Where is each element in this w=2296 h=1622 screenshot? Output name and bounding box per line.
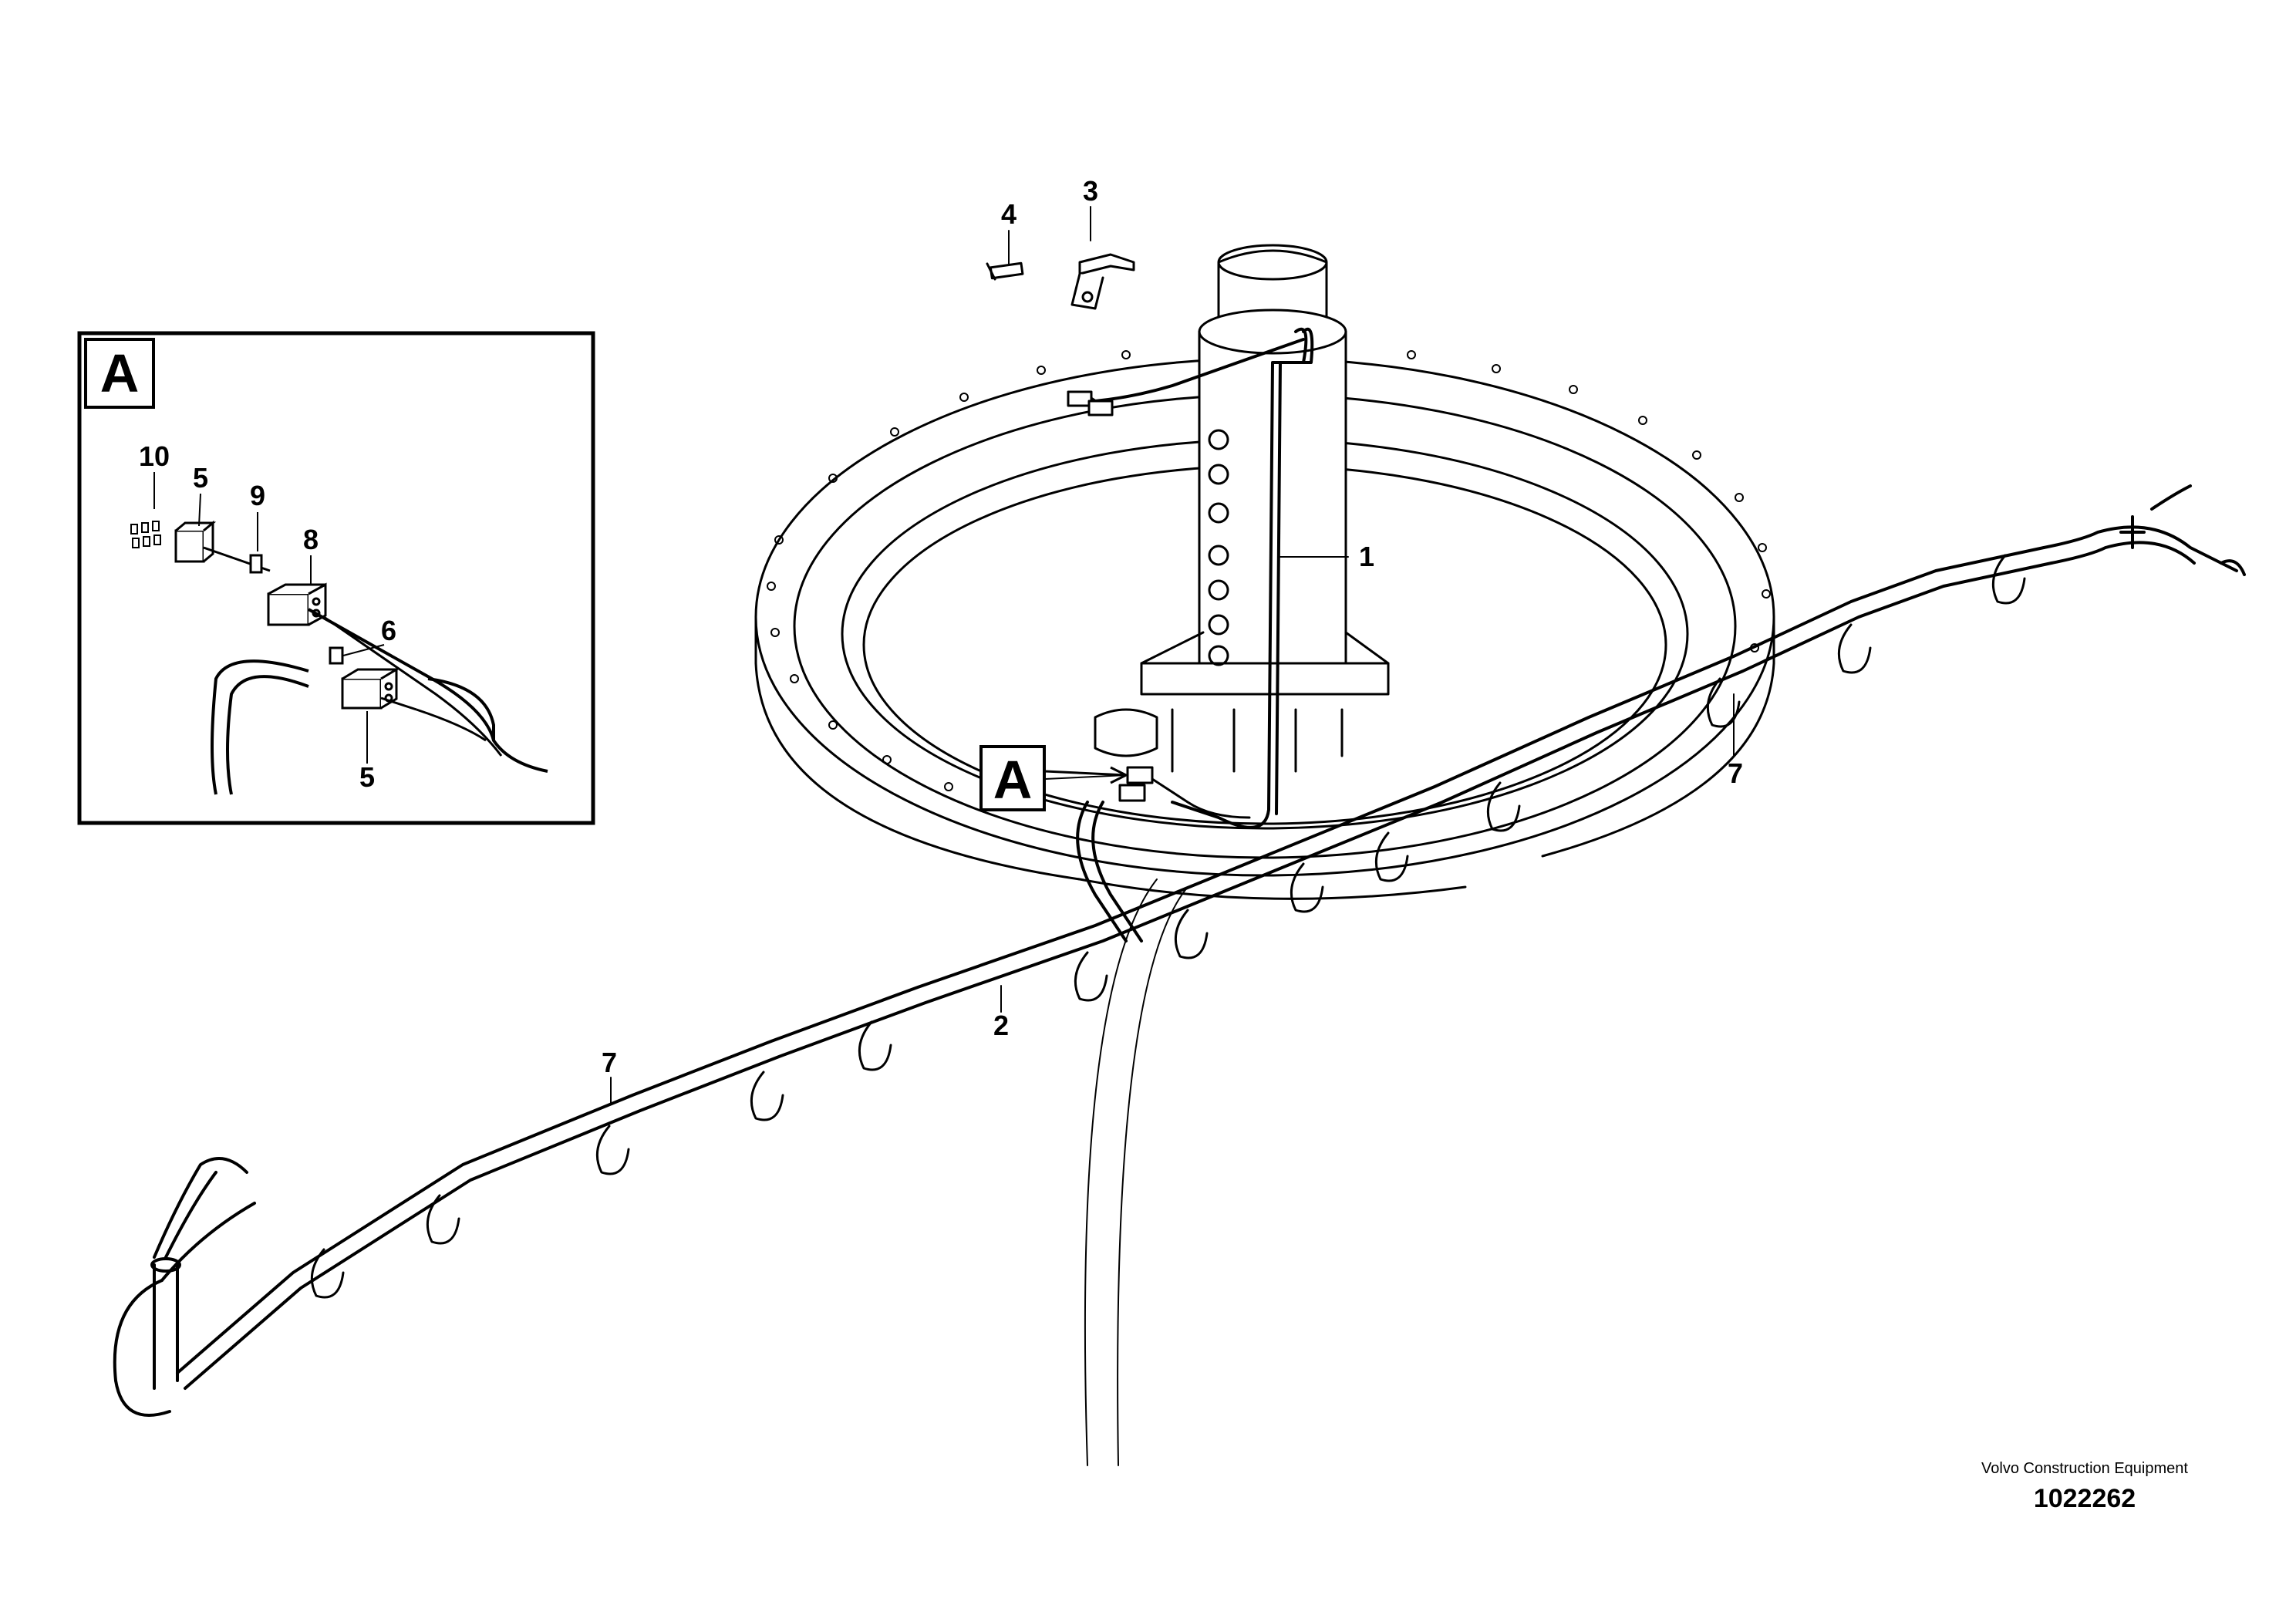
detail-inset-a: A [77,331,595,825]
harness-2 [176,546,2053,1390]
lock-6 [329,646,344,665]
detail-flag-a: A [979,745,1127,811]
callout-10: 10 [139,440,170,472]
housing-8 [267,582,327,626]
detail-flag-label: A [993,750,1033,810]
callout-7-right: 7 [1728,757,1743,789]
callout-7-left: 7 [602,1047,617,1078]
callout-2: 2 [993,1010,1009,1041]
callout-labels: 1 2 3 4 7 7 10 5 9 8 6 5 [139,175,1743,1078]
callout-4: 4 [1001,198,1017,230]
callout-5-lower: 5 [359,761,375,793]
callout-5-upper: 5 [193,462,208,494]
ring-bolt-holes [767,350,1771,791]
callout-9: 9 [250,480,265,511]
publisher-name: Volvo Construction Equipment [1981,1460,2188,1477]
seal-9 [249,554,263,574]
housing-5-lower [341,667,401,710]
callout-6: 6 [381,615,396,646]
bracket-3 [1070,253,1135,310]
pins-10 [130,521,161,548]
screw-4 [986,261,1024,281]
connector-a [1118,766,1251,819]
harness-2-far-end [2042,484,2246,576]
swivel-joint [1094,244,1390,773]
callout-3: 3 [1083,175,1098,207]
harness-2-terminal-end [113,1157,256,1417]
document-number: 1022262 [2033,1484,2136,1513]
callout-1: 1 [1359,541,1374,572]
clip-7 [310,554,2026,1299]
detail-inset-label: A [100,343,140,403]
callout-8: 8 [303,524,319,555]
publisher-credit: Volvo Construction Equipment 1022262 [1954,1459,2216,1514]
leader-lines [610,206,1735,1104]
inset-leader-lines [153,472,385,764]
harness-1-plugs [1067,390,1114,416]
